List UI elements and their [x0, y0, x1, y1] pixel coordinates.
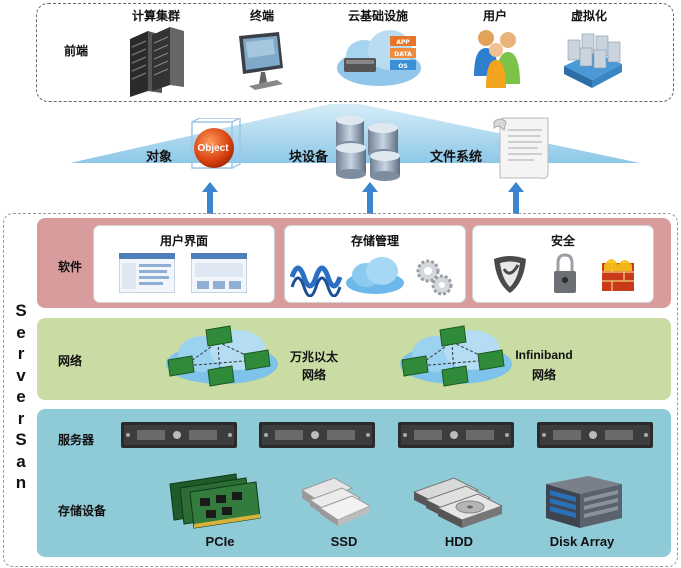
svg-text:OS: OS — [398, 63, 407, 70]
network-band — [37, 318, 671, 400]
network-cloud-icon — [166, 325, 278, 387]
compute-cluster-label: 计算集群 — [131, 9, 180, 23]
hdd-label: HDD — [444, 534, 474, 549]
network-label: 网络 — [58, 354, 83, 368]
server-unit-icon — [537, 422, 653, 448]
storage-management-panel: 存储管理 — [284, 225, 466, 303]
serversan-group — [3, 213, 678, 567]
hdd-icon — [412, 477, 504, 528]
users-label: 用户 — [482, 9, 507, 23]
object-icon — [191, 118, 241, 169]
firewall-icon — [602, 259, 634, 291]
server-unit-icon — [259, 422, 375, 448]
virtualization-icon — [564, 33, 622, 88]
object-label: 对象 — [146, 149, 173, 164]
cloud-icon — [346, 257, 404, 294]
serversan-char: v — [16, 365, 26, 385]
shield-icon — [494, 256, 526, 293]
virtualization-label: 虚拟化 — [570, 9, 607, 23]
gears-icon — [416, 259, 453, 296]
infiniband-line2: 网络 — [531, 368, 556, 382]
up-arrow-icon — [508, 182, 524, 214]
users-icon — [474, 30, 520, 88]
pcie-label: PCIe — [205, 534, 235, 549]
svg-text:DATA: DATA — [394, 51, 412, 58]
waveform-icon — [290, 265, 342, 297]
server-rack-icon — [130, 27, 184, 97]
software-label: 软件 — [58, 260, 83, 274]
ethernet-line1: 万兆以太 — [289, 350, 338, 364]
svg-text:APP: APP — [396, 39, 410, 46]
terminal-label: 终端 — [249, 9, 274, 23]
storage-management-title: 存储管理 — [350, 234, 399, 248]
monitor-icon — [239, 32, 283, 90]
screenshot-thumbnail-icon — [119, 253, 175, 293]
serversan-char: S — [15, 430, 27, 449]
up-arrow-icon — [362, 182, 378, 214]
up-arrow-icon — [202, 182, 218, 214]
ui-panel: 用户界面 — [93, 225, 275, 303]
cloud-infrastructure-icon: APP DATA OS — [337, 30, 421, 86]
cloud-infra-label: 云基础设施 — [347, 9, 408, 23]
server-unit-icon — [121, 422, 237, 448]
serversan-char: r — [17, 344, 25, 363]
storage-device-label: 存储设备 — [58, 504, 107, 518]
serversan-char: r — [17, 408, 25, 428]
server-unit-icon — [398, 422, 514, 448]
ui-panel-title: 用户界面 — [159, 234, 208, 248]
disk-array-label: Disk Array — [549, 534, 615, 549]
security-title: 安全 — [550, 234, 575, 248]
infiniband-line1: Infiniband — [515, 348, 573, 362]
serversan-char: a — [16, 451, 26, 471]
ethernet-line2: 网络 — [301, 368, 326, 382]
file-system-label: 文件系统 — [430, 149, 483, 164]
serversan-char: n — [15, 473, 27, 492]
security-panel: 安全 — [472, 225, 654, 303]
object-badge: Object — [197, 143, 229, 154]
pcie-card-icon — [169, 473, 261, 529]
serversan-char: e — [16, 322, 26, 342]
serversan-vertical-label: S e r v e r S a n — [10, 300, 32, 494]
network-cloud-icon — [400, 325, 512, 387]
ssd-icon — [300, 477, 372, 526]
serversan-char: e — [16, 387, 26, 406]
padlock-icon — [554, 253, 576, 293]
database-icon — [336, 115, 400, 181]
block-device-label: 块设备 — [289, 149, 329, 164]
serversan-char: S — [15, 301, 27, 320]
frontend-label: 前端 — [64, 44, 89, 58]
server-label: 服务器 — [58, 433, 95, 447]
ssd-label: SSD — [330, 534, 358, 549]
screenshot-thumbnail-icon — [191, 253, 247, 293]
document-scroll-icon — [493, 117, 549, 179]
disk-array-icon — [546, 476, 622, 528]
